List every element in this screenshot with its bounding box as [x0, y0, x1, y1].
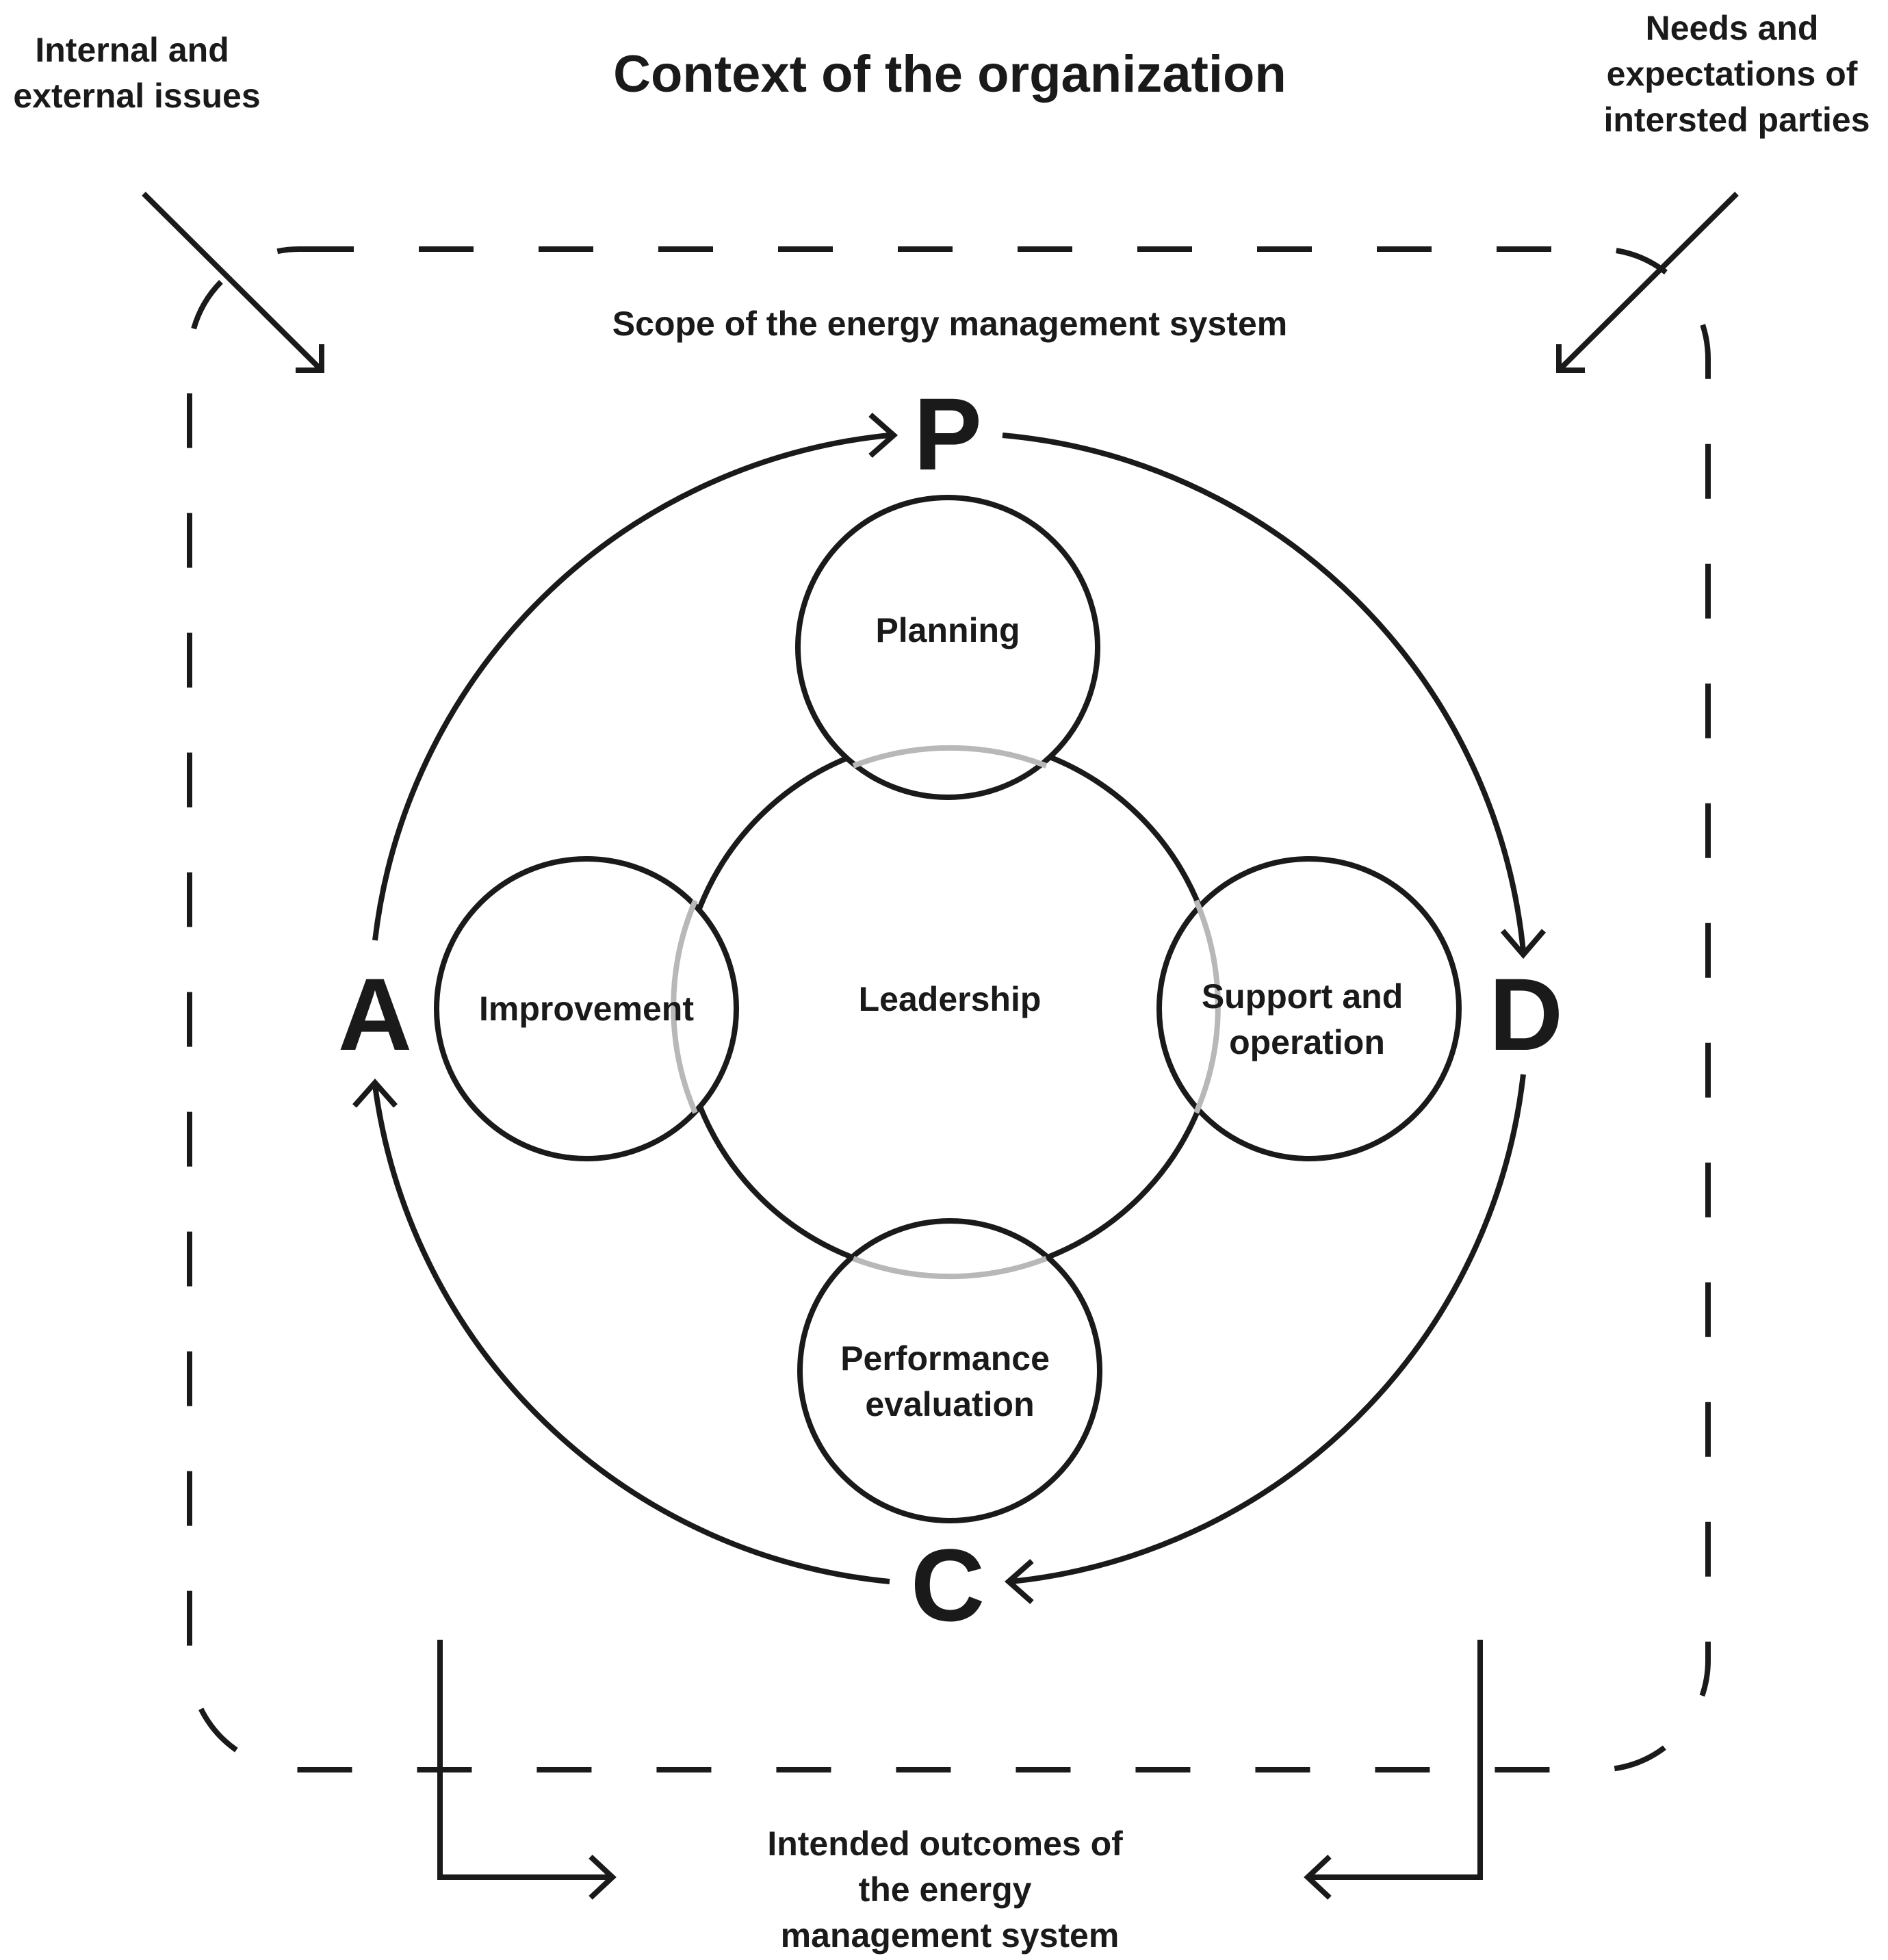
planning-label: Planning: [875, 611, 1020, 649]
page-title: Context of the organization: [613, 45, 1286, 103]
leadership-label: Leadership: [859, 980, 1042, 1018]
performance-evaluation-circle: [797, 1218, 1102, 1523]
arrowhead-act: [352, 1078, 398, 1108]
pdca-act-letter: A: [338, 957, 412, 1072]
leadership-overlap-arcs: [671, 745, 1221, 1280]
arrowhead-do: [1500, 929, 1547, 959]
internal-external-issues-label: Internal and external issues: [13, 31, 260, 115]
planning-circle: [795, 495, 1100, 800]
arc-act-to-plan: [372, 433, 890, 941]
arc-check-to-act: [372, 1085, 890, 1584]
outcome-arrow-left: [437, 1640, 617, 1900]
intended-outcomes-label: Intended outcomes of the energy manageme…: [767, 1824, 1132, 1955]
pdca-check-letter: C: [911, 1527, 985, 1642]
interested-parties-arrow: [1556, 192, 1739, 373]
arc-do-to-check: [1011, 1074, 1526, 1584]
performance-evaluation-label: Performance evaluation: [840, 1339, 1059, 1423]
arrowhead-check: [1004, 1559, 1034, 1604]
pdca-cycle: [352, 413, 1547, 1604]
arc-plan-to-do: [1002, 433, 1526, 952]
arrowhead-plan: [868, 413, 898, 458]
scope-label: Scope of the energy management system: [612, 305, 1287, 343]
pdca-do-letter: D: [1489, 957, 1563, 1072]
support-operation-label: Support and operation: [1202, 977, 1412, 1061]
support-operation-circle: [1156, 856, 1462, 1161]
pdca-plan-letter: P: [914, 376, 982, 491]
improvement-label: Improvement: [479, 990, 694, 1028]
outcome-arrow-right: [1304, 1640, 1483, 1900]
improvement-circle: [434, 856, 739, 1161]
scope-boundary: [187, 246, 1711, 1772]
interested-parties-label: Needs and expectations of intersted part…: [1603, 9, 1870, 139]
internal-issues-arrow: [142, 192, 324, 373]
